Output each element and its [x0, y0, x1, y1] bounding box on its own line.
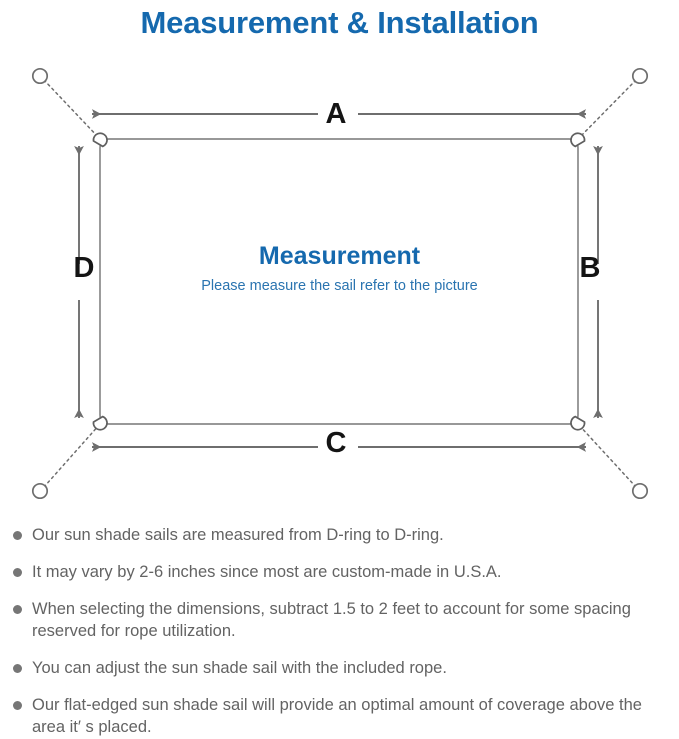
rope-top-right — [577, 79, 637, 140]
anchor-rings — [31, 67, 649, 500]
dimension-arrows — [74, 109, 603, 452]
measurement-diagram: A B C D Measurement Please measure the s… — [0, 46, 679, 516]
list-item: Our sun shade sails are measured from D-… — [0, 524, 679, 546]
anchor-ring-top-right — [631, 67, 649, 85]
note-text: When selecting the dimensions, subtract … — [32, 600, 631, 640]
rope-top-left — [43, 79, 101, 140]
rope-bottom-right — [577, 423, 637, 488]
bullet-icon — [13, 568, 22, 577]
bullet-icon — [13, 531, 22, 540]
list-item: You can adjust the sun shade sail with t… — [0, 657, 679, 679]
note-text: You can adjust the sun shade sail with t… — [32, 659, 447, 677]
list-item: When selecting the dimensions, subtract … — [0, 598, 679, 642]
rope-bottom-left — [43, 423, 101, 488]
anchor-ring-bottom-left — [31, 482, 49, 500]
notes-list: Our sun shade sails are measured from D-… — [0, 524, 679, 738]
bullet-icon — [13, 664, 22, 673]
list-item: Our flat-edged sun shade sail will provi… — [0, 694, 679, 738]
note-text: Our flat-edged sun shade sail will provi… — [32, 696, 642, 736]
anchor-ring-bottom-right — [631, 482, 649, 500]
bullet-icon — [13, 701, 22, 710]
note-text: It may vary by 2-6 inches since most are… — [32, 563, 502, 581]
d-rings — [92, 132, 586, 431]
note-text: Our sun shade sails are measured from D-… — [32, 526, 444, 544]
page-title: Measurement & Installation — [140, 5, 539, 40]
d-ring-top-left — [92, 132, 108, 148]
d-ring-bottom-right — [570, 415, 586, 431]
shade-sail-panel — [99, 138, 579, 425]
diagram-canvas — [31, 67, 649, 500]
d-ring-bottom-left — [92, 415, 108, 431]
rope-lines — [43, 79, 637, 488]
list-item: It may vary by 2-6 inches since most are… — [0, 561, 679, 583]
d-ring-top-right — [570, 132, 586, 148]
anchor-ring-top-left — [31, 67, 49, 85]
bullet-icon — [13, 605, 22, 614]
